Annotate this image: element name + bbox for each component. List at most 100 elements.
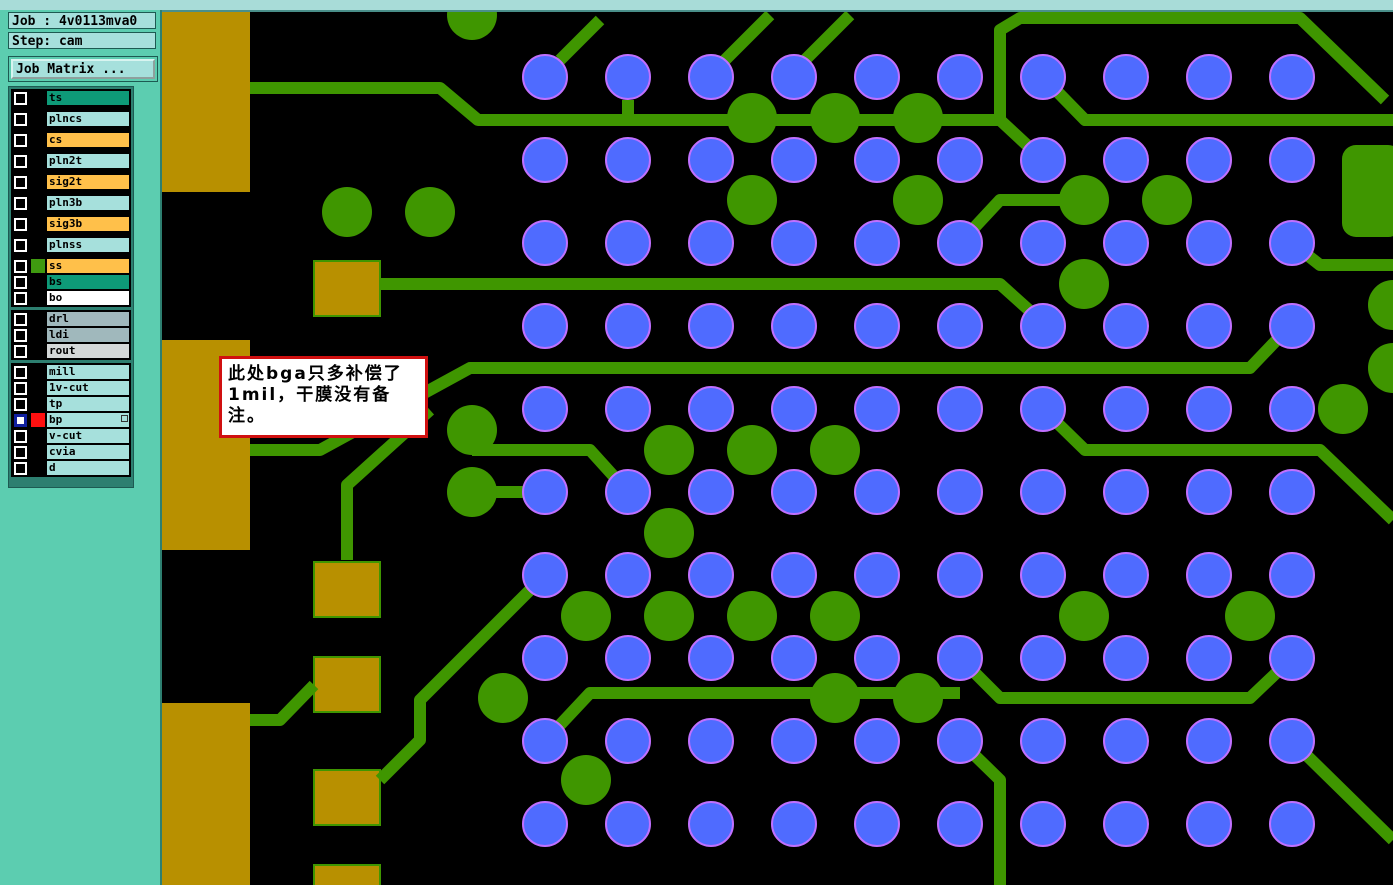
layer-checkbox[interactable] bbox=[14, 398, 27, 411]
bga-pad bbox=[1103, 801, 1149, 847]
job-matrix-button[interactable]: Job Matrix ... bbox=[11, 59, 155, 79]
layer-row-rout[interactable]: rout bbox=[11, 343, 131, 359]
bga-pad bbox=[522, 801, 568, 847]
bga-pad bbox=[1269, 137, 1315, 183]
bga-pad bbox=[522, 552, 568, 598]
bga-pad bbox=[1269, 303, 1315, 349]
smd-pad bbox=[313, 864, 381, 885]
layer-checkbox[interactable] bbox=[14, 313, 27, 326]
layer-checkbox[interactable] bbox=[14, 134, 27, 147]
layer-name: drl bbox=[47, 312, 129, 326]
layer-checkbox[interactable] bbox=[14, 446, 27, 459]
layer-row-ldi[interactable]: ldi bbox=[11, 327, 131, 343]
via bbox=[644, 425, 694, 475]
copper-trace bbox=[555, 15, 605, 65]
layer-row-drl[interactable]: drl bbox=[11, 311, 131, 327]
layer-checkbox[interactable] bbox=[14, 260, 27, 273]
layer-row-d[interactable]: d bbox=[11, 460, 131, 476]
layer-checkbox[interactable] bbox=[14, 329, 27, 342]
bga-pad bbox=[688, 635, 734, 681]
layer-color-swatch bbox=[31, 344, 45, 358]
layer-checkbox[interactable] bbox=[14, 345, 27, 358]
bga-pad bbox=[1103, 635, 1149, 681]
via bbox=[810, 591, 860, 641]
bga-pad bbox=[937, 718, 983, 764]
layer-row-tp[interactable]: tp bbox=[11, 396, 131, 412]
layer-row-bs[interactable]: bs bbox=[11, 274, 131, 290]
bga-pad bbox=[1103, 552, 1149, 598]
via bbox=[810, 673, 860, 723]
layer-checkbox[interactable] bbox=[14, 366, 27, 379]
layer-checkbox[interactable] bbox=[14, 292, 27, 305]
layer-row-ts[interactable]: ts bbox=[11, 90, 131, 106]
layer-name: tp bbox=[47, 397, 129, 411]
layer-row-pln2t[interactable]: pln2t bbox=[11, 153, 131, 169]
bga-pad bbox=[1020, 137, 1066, 183]
layer-row-plncs[interactable]: plncs bbox=[11, 111, 131, 127]
layer-name: sig2t bbox=[47, 175, 129, 189]
layer-row-sig2t[interactable]: sig2t bbox=[11, 174, 131, 190]
layer-row-ss[interactable]: ss bbox=[11, 258, 131, 274]
layer-name: ts bbox=[47, 91, 129, 105]
layer-row-bp[interactable]: bp bbox=[11, 412, 131, 428]
layer-checkbox[interactable] bbox=[14, 239, 27, 252]
layer-checkbox[interactable] bbox=[14, 382, 27, 395]
layer-checkbox[interactable] bbox=[14, 113, 27, 126]
layer-name: ss bbox=[47, 259, 129, 273]
copper-trace bbox=[1287, 736, 1393, 845]
layer-name: bp bbox=[47, 413, 129, 427]
bga-pad bbox=[854, 54, 900, 100]
via bbox=[1059, 259, 1109, 309]
pcb-canvas[interactable] bbox=[162, 12, 1393, 885]
via bbox=[810, 425, 860, 475]
layer-checkbox[interactable] bbox=[14, 176, 27, 189]
layer-name: 1v-cut bbox=[47, 381, 129, 395]
via bbox=[727, 93, 777, 143]
bga-pad bbox=[937, 220, 983, 266]
layer-name: bo bbox=[47, 291, 129, 305]
layer-color-swatch bbox=[31, 291, 45, 305]
via bbox=[1368, 280, 1393, 330]
layer-checkbox[interactable] bbox=[14, 276, 27, 289]
bga-pad bbox=[605, 220, 651, 266]
bga-pad bbox=[771, 386, 817, 432]
layer-row-sig3b[interactable]: sig3b bbox=[11, 216, 131, 232]
via bbox=[447, 405, 497, 455]
layer-row-cs[interactable]: cs bbox=[11, 132, 131, 148]
bga-pad bbox=[1269, 552, 1315, 598]
layer-row-pln3b[interactable]: pln3b bbox=[11, 195, 131, 211]
bga-pad bbox=[771, 469, 817, 515]
layer-row-plnss[interactable]: plnss bbox=[11, 237, 131, 253]
bga-pad bbox=[854, 137, 900, 183]
bga-pad bbox=[854, 303, 900, 349]
layer-color-swatch bbox=[31, 397, 45, 411]
layer-color-swatch bbox=[31, 381, 45, 395]
layer-color-swatch bbox=[31, 133, 45, 147]
layer-row-bo[interactable]: bo bbox=[11, 290, 131, 306]
bga-pad bbox=[937, 303, 983, 349]
layer-row-v-cut[interactable]: v-cut bbox=[11, 428, 131, 444]
layer-checkbox[interactable] bbox=[14, 197, 27, 210]
bga-pad bbox=[522, 469, 568, 515]
layer-row-1v-cut[interactable]: 1v-cut bbox=[11, 380, 131, 396]
bga-pad bbox=[854, 469, 900, 515]
layer-checkbox[interactable] bbox=[14, 92, 27, 105]
bga-pad bbox=[605, 635, 651, 681]
layer-checkbox[interactable] bbox=[14, 462, 27, 475]
via bbox=[1368, 343, 1393, 393]
bga-pad bbox=[771, 137, 817, 183]
layer-row-cvia[interactable]: cvia bbox=[11, 444, 131, 460]
bga-pad bbox=[937, 635, 983, 681]
layer-checkbox[interactable] bbox=[14, 414, 27, 427]
bga-pad bbox=[605, 801, 651, 847]
layer-row-mill[interactable]: mill bbox=[11, 364, 131, 380]
layer-checkbox[interactable] bbox=[14, 430, 27, 443]
bga-pad bbox=[854, 220, 900, 266]
layer-checkbox[interactable] bbox=[14, 218, 27, 231]
expand-icon[interactable] bbox=[121, 415, 128, 422]
via bbox=[561, 755, 611, 805]
layer-checkbox[interactable] bbox=[14, 155, 27, 168]
via bbox=[893, 175, 943, 225]
